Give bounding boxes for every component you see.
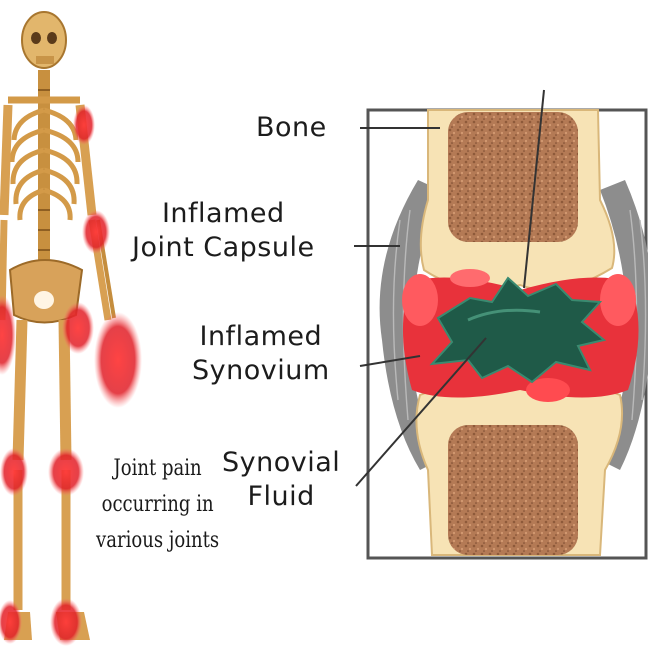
label-synovium-line1: Inflamed (192, 320, 330, 354)
label-capsule-line2: Joint Capsule (132, 231, 315, 265)
joint-pain-caption: Joint pain occurring in various joints (96, 451, 219, 559)
label-bone: Bone (256, 111, 327, 145)
label-fluid-line1: Synovial (222, 446, 340, 480)
caption-line3: various joints (96, 523, 219, 559)
lower-bone (416, 383, 622, 555)
label-fluid-line2: Fluid (222, 480, 340, 514)
label-inflamed-joint-capsule: Inflamed Joint Capsule (132, 197, 315, 265)
label-synovium-line2: Synovium (192, 354, 330, 388)
label-inflamed-synovium: Inflamed Synovium (192, 320, 330, 388)
label-synovial-fluid: Synovial Fluid (222, 446, 340, 514)
label-capsule-line1: Inflamed (132, 197, 315, 231)
caption-line2: occurring in (96, 487, 219, 523)
caption-line1: Joint pain (96, 451, 219, 487)
upper-bone (421, 110, 614, 290)
